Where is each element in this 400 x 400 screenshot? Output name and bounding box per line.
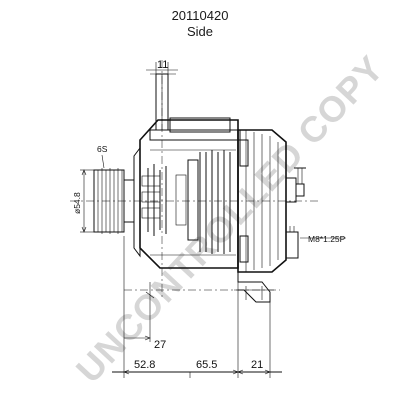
- part-number: 20110420: [171, 8, 229, 23]
- dimension-diameter: ø54.8: [72, 192, 82, 214]
- dimension-11: 11: [157, 59, 168, 71]
- pulley: [93, 154, 135, 234]
- bottom-dimension-chain: [112, 236, 282, 378]
- dimension-6s: 6S: [97, 144, 108, 154]
- dimension-65-5: 65.5: [196, 359, 217, 371]
- dimension-27: 27: [154, 339, 166, 351]
- b-plus-terminal: [285, 167, 306, 259]
- dimension-thread: M8*1.25P: [308, 234, 346, 244]
- pulley-diameter-dimension: [80, 169, 94, 233]
- view-label: Side: [186, 24, 214, 39]
- dimension-21: 21: [251, 359, 263, 371]
- bottom-mounting-ear: [234, 268, 274, 303]
- front-housing: [133, 117, 241, 269]
- dimension-27-lines: [124, 282, 155, 342]
- dimension-52-8: 52.8: [134, 359, 155, 371]
